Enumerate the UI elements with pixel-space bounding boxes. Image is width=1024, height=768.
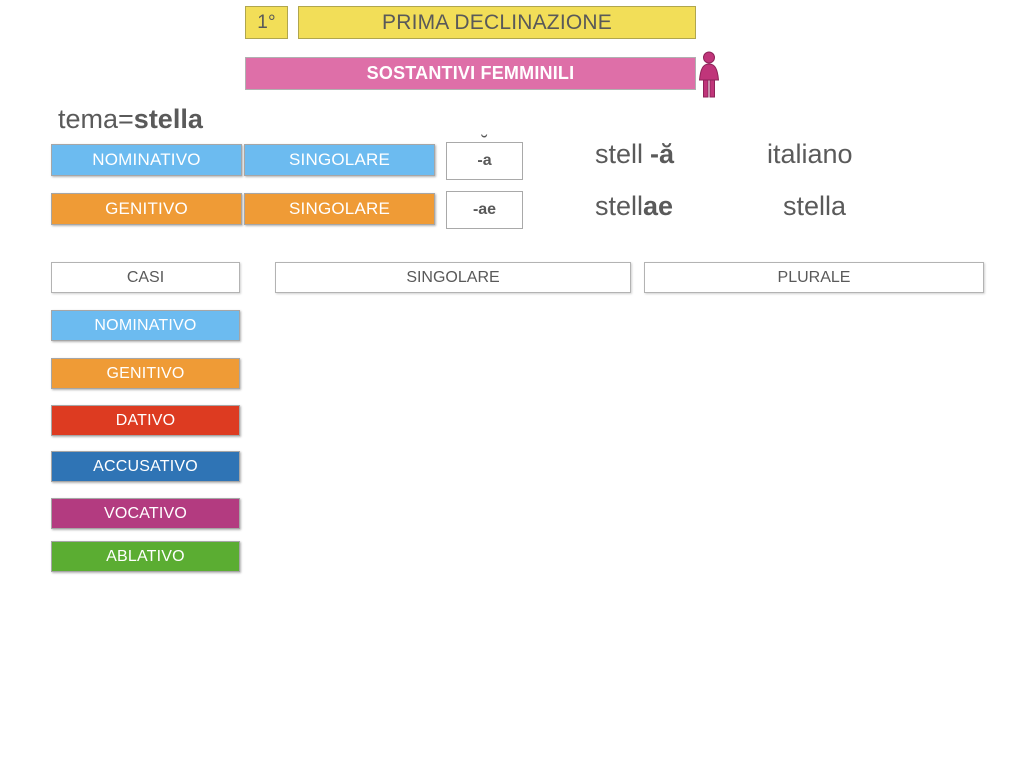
table-row-case-ablativo[interactable]: ABLATIVO [51, 541, 240, 572]
table-row-case-vocativo[interactable]: VOCATIVO [51, 498, 240, 529]
table-row-case-accusativo[interactable]: ACCUSATIVO [51, 451, 240, 482]
table-header-plurale: PLURALE [644, 262, 984, 293]
ending-text-nominativo: -a [477, 152, 492, 169]
word-form-nominativo: stell-ă [595, 139, 674, 170]
ending-box-genitivo: -ae [446, 191, 523, 229]
example-case-nominativo[interactable]: NOMINATIVO [51, 144, 242, 176]
gender-title: SOSTANTIVI FEMMINILI [245, 57, 696, 90]
table-row-case-dativo[interactable]: DATIVO [51, 405, 240, 436]
table-row-case-genitivo[interactable]: GENITIVO [51, 358, 240, 389]
theme-line: tema=stella [58, 104, 203, 135]
table-row-case-nominativo[interactable]: NOMINATIVO [51, 310, 240, 341]
theme-label: tema= [58, 104, 134, 134]
table-header-casi: CASI [51, 262, 240, 293]
ending-text-genitivo: -ae [472, 201, 497, 218]
word-suffix-nominativo: -ă [650, 139, 675, 169]
theme-value: stella [133, 104, 203, 134]
translation-label-genitivo: stella [783, 191, 847, 221]
ordinal-badge: 1° [245, 6, 288, 39]
word-suffix-genitivo: ae [643, 191, 674, 221]
breve-mark-nominativo: ˘ [481, 133, 488, 154]
translation-label-nominativo: italiano [767, 139, 853, 169]
word-stem-genitivo: stell [595, 191, 644, 221]
word-form-genitivo: stellae [595, 191, 673, 222]
ending-box-nominativo: ˘ -a [446, 133, 523, 180]
table-header-singolare: SINGOLARE [275, 262, 631, 293]
example-number-singolare-genitivo[interactable]: SINGOLARE [244, 193, 435, 225]
example-number-singolare-nominativo[interactable]: SINGOLARE [244, 144, 435, 176]
word-stem-nominativo: stell [595, 139, 644, 169]
female-figure-icon [698, 51, 720, 98]
example-case-genitivo[interactable]: GENITIVO [51, 193, 242, 225]
declension-title: PRIMA DECLINAZIONE [298, 6, 696, 39]
